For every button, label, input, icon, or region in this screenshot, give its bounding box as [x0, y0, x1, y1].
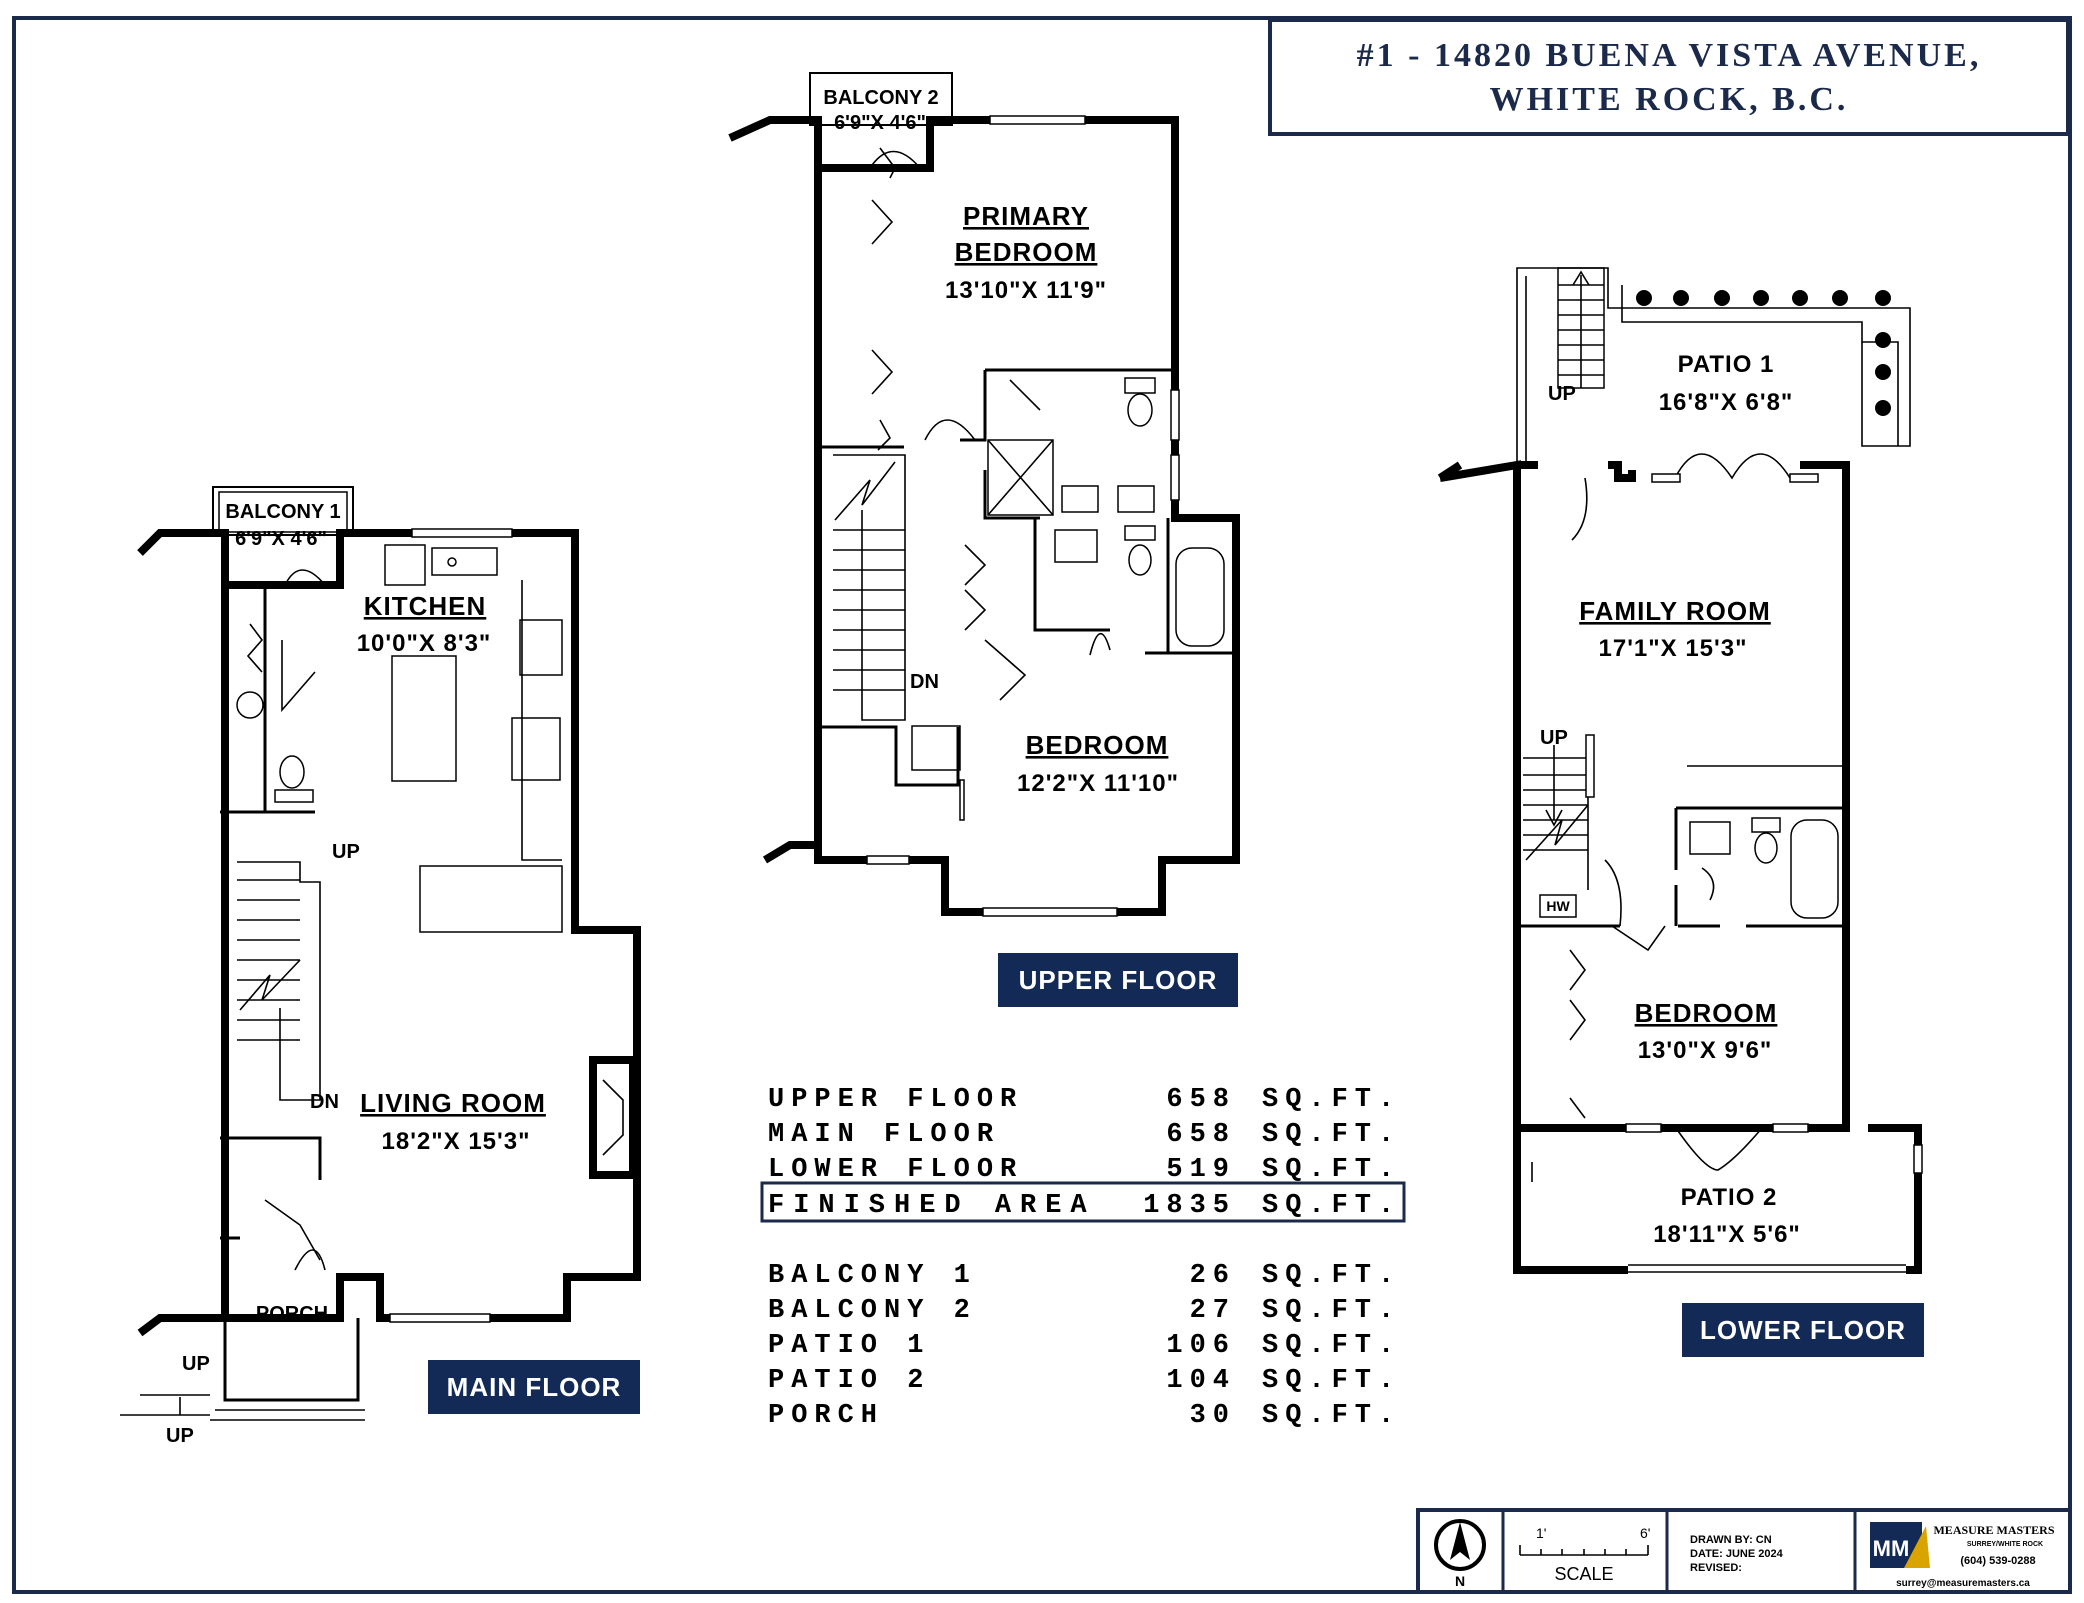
company-email: surrey@measuremasters.ca	[1896, 1578, 2030, 1589]
area-row-porch-value: 30	[1190, 1401, 1236, 1431]
lower-stairs-up-label: UP	[1540, 727, 1568, 749]
patio-2-dims: 18'11"X 5'6"	[1653, 1221, 1801, 1248]
company-phone: (604) 539-0288	[1960, 1555, 2035, 1567]
drawn-by: DRAWN BY: CN	[1690, 1534, 1772, 1546]
family-room-label: FAMILY ROOM	[1579, 596, 1771, 626]
kitchen-label: KITCHEN	[364, 591, 487, 621]
north-label: N	[1455, 1573, 1465, 1589]
address-line-1: #1 - 14820 BUENA VISTA AVENUE,	[1357, 37, 1982, 74]
scale-bar: 1' 6' SCALE	[1519, 1525, 1650, 1584]
address-line-2: WHITE ROCK, B.C.	[1490, 81, 1849, 118]
upper-stairs: DN	[833, 454, 939, 721]
living-room-dims: 18'2"X 15'3"	[382, 1128, 531, 1155]
scale-label: SCALE	[1554, 1564, 1613, 1584]
kitchen-dims: 10'0"X 8'3"	[357, 630, 492, 657]
drawn-date: DATE: JUNE 2024	[1690, 1548, 1784, 1560]
area-row-balcony2-value: 27	[1190, 1296, 1236, 1326]
area-row-balcony1-value: 26	[1190, 1261, 1236, 1291]
lower-floor-badge	[1682, 1303, 1924, 1357]
balcony-1-label: BALCONY 1	[225, 501, 340, 523]
area-table: UPPER FLOOR 658 SQ.FT. MAIN FLOOR 658 SQ…	[760, 1085, 1406, 1431]
patio-2-label: PATIO 2	[1681, 1184, 1778, 1211]
primary-bedroom-label-1: PRIMARY	[963, 201, 1089, 231]
main-floor-plan: BALCONY 1 6'9"X 4'6" UP DN	[120, 486, 641, 1447]
porch-label: PORCH	[256, 1303, 328, 1325]
primary-bedroom-dims: 13'10"X 11'9"	[945, 277, 1107, 304]
primary-bedroom-label-2: BEDROOM	[955, 237, 1098, 267]
main-stairs-up-label: UP	[332, 841, 360, 863]
living-room-label: LIVING ROOM	[360, 1088, 546, 1118]
area-row-balcony2-unit: SQ.FT.	[1262, 1296, 1401, 1326]
patio-1-stairs-up-label: UP	[1548, 383, 1576, 405]
scale-end-label: 6'	[1640, 1525, 1650, 1541]
area-row-patio1-label: PATIO 1	[768, 1331, 930, 1361]
footer-title-block: N 1' 6' SCALE DRAWN BY: CN DATE: JUNE 20…	[1416, 1508, 2072, 1594]
company-region: SURREY/WHITE ROCK	[1967, 1541, 2043, 1548]
lower-floor-badge-label: LOWER FLOOR	[1700, 1315, 1906, 1345]
north-arrow-icon: N	[1434, 1519, 1486, 1589]
company-name: MEASURE MASTERS	[1933, 1523, 2054, 1537]
area-row-upper-label: UPPER FLOOR	[768, 1085, 1023, 1115]
upper-stairs-dn-label: DN	[910, 671, 939, 693]
main-entry-up-label: UP	[182, 1353, 210, 1375]
area-total-value: 1835	[1143, 1191, 1236, 1221]
logo-mark: MM	[1873, 1536, 1910, 1561]
upper-bedroom-dims: 12'2"X 11'10"	[1017, 770, 1179, 797]
area-row-balcony1-label: BALCONY 1	[768, 1261, 977, 1291]
area-row-porch-label: PORCH	[768, 1401, 884, 1431]
balcony-2-outline	[809, 72, 953, 126]
main-entry-up2-label: UP	[166, 1425, 194, 1447]
main-stairs: UP DN	[237, 841, 360, 1113]
area-row-main-label: MAIN FLOOR	[768, 1120, 1000, 1150]
upper-floor-badge	[998, 953, 1238, 1007]
scale-start-label: 1'	[1536, 1525, 1546, 1541]
area-row-lower-unit: SQ.FT.	[1262, 1155, 1401, 1185]
patio-1-label: PATIO 1	[1678, 351, 1775, 378]
area-row-patio1-value: 106	[1166, 1331, 1236, 1361]
revised-label: REVISED:	[1690, 1562, 1742, 1574]
area-row-balcony2-label: BALCONY 2	[768, 1296, 977, 1326]
area-row-patio2-unit: SQ.FT.	[1262, 1366, 1401, 1396]
upper-bedroom-label: BEDROOM	[1026, 730, 1169, 760]
lower-bedroom-dims: 13'0"X 9'6"	[1638, 1037, 1773, 1064]
area-row-patio2-value: 104	[1166, 1366, 1236, 1396]
patio-1-planters	[1636, 290, 1891, 416]
upper-floor-plan: BALCONY 2 6'9"X 4'6" DN	[728, 72, 1240, 1007]
balcony-2-label: BALCONY 2	[823, 87, 938, 109]
patio-1-dims: 16'8"X 6'8"	[1659, 389, 1794, 416]
measure-masters-logo: MM MEASURE MASTERS SURREY/WHITE ROCK (60…	[1870, 1522, 2055, 1589]
main-floor-badge	[428, 1360, 640, 1414]
area-row-upper-unit: SQ.FT.	[1262, 1085, 1401, 1115]
address-title-block: #1 - 14820 BUENA VISTA AVENUE, WHITE ROC…	[1268, 18, 2070, 136]
balcony-1-outline	[212, 486, 354, 536]
area-row-balcony1-unit: SQ.FT.	[1262, 1261, 1401, 1291]
area-total-label: FINISHED AREA	[768, 1191, 1096, 1221]
upper-floor-badge-label: UPPER FLOOR	[1019, 965, 1218, 995]
area-row-patio2-label: PATIO 2	[768, 1366, 930, 1396]
lower-bedroom-label: BEDROOM	[1635, 998, 1778, 1028]
area-row-lower-label: LOWER FLOOR	[768, 1155, 1023, 1185]
main-stairs-dn-label: DN	[310, 1091, 339, 1113]
main-floor-badge-label: MAIN FLOOR	[447, 1372, 622, 1402]
area-row-main-unit: SQ.FT.	[1262, 1120, 1401, 1150]
area-row-porch-unit: SQ.FT.	[1262, 1401, 1401, 1431]
family-room-dims: 17'1"X 15'3"	[1599, 635, 1748, 662]
finished-area-box	[760, 1181, 1406, 1223]
main-floor-walls	[180, 529, 641, 1322]
water-heater-label: HW	[1546, 898, 1570, 914]
sheet-border	[12, 16, 2072, 1594]
area-row-patio1-unit: SQ.FT.	[1262, 1331, 1401, 1361]
lower-floor-walls	[1439, 460, 1850, 1132]
balcony-1-dims: 6'9"X 4'6"	[235, 528, 327, 550]
area-total-unit: SQ.FT.	[1262, 1191, 1401, 1221]
balcony-2-dims: 6'9"X 4'6"	[834, 112, 926, 134]
area-row-upper-value: 658	[1166, 1085, 1236, 1115]
area-row-lower-value: 519	[1166, 1155, 1236, 1185]
lower-stairs: UP HW	[1523, 727, 1595, 918]
lower-floor-plan: UP PATIO 1 16'8"X 6'8" UP HW	[1437, 267, 1924, 1357]
area-row-main-value: 658	[1166, 1120, 1236, 1150]
